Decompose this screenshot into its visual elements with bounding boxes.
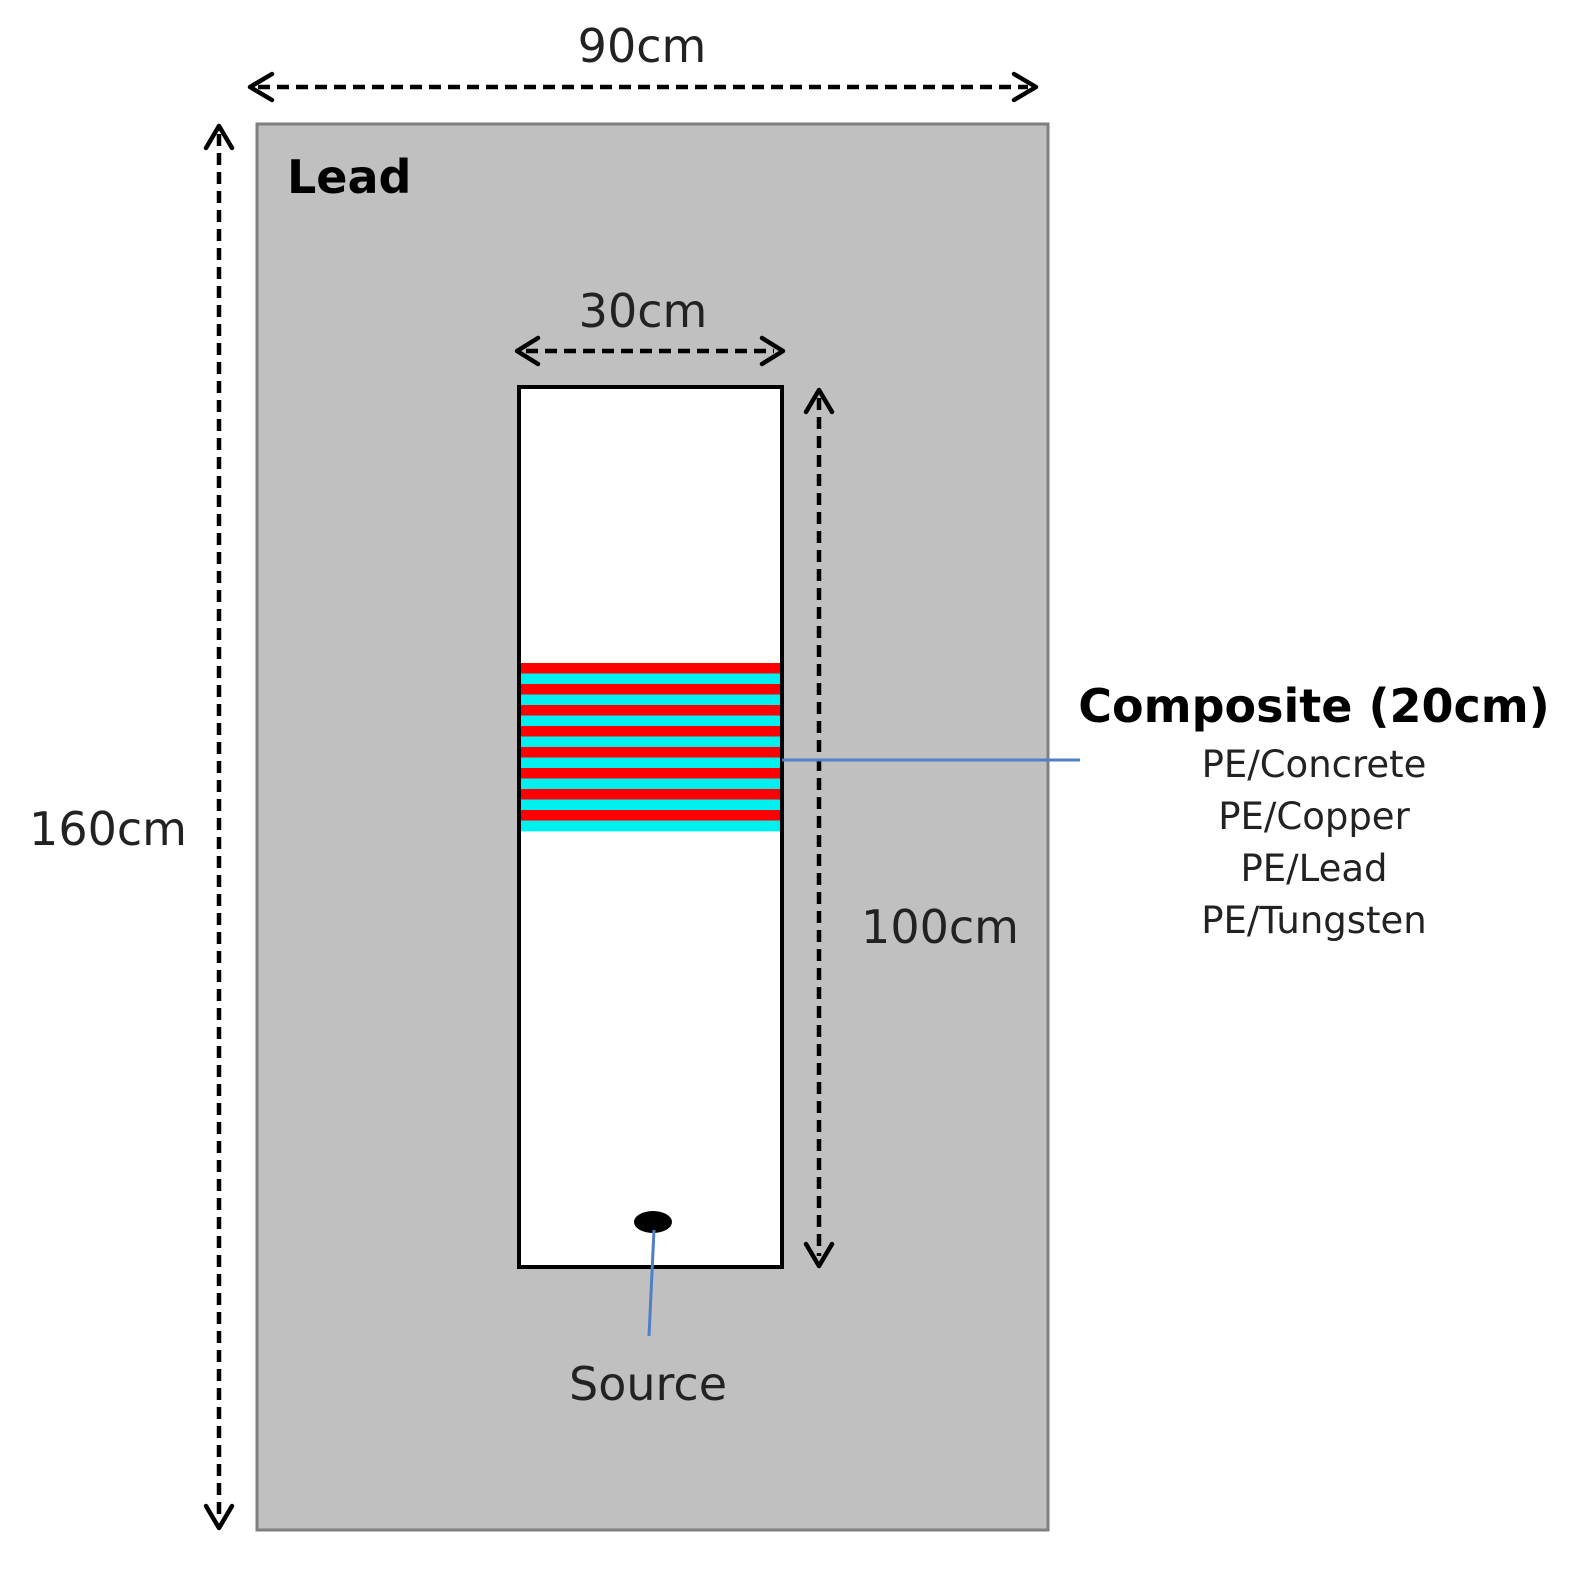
composite-option: PE/Copper [1218, 795, 1410, 838]
composite-layer-cyan [521, 757, 780, 769]
source-label: Source [569, 1357, 727, 1411]
composite-layer-red [521, 810, 780, 821]
source-leader-line [647, 1229, 656, 1337]
composite-layer-cyan [521, 715, 780, 727]
outer-width-label: 90cm [578, 19, 707, 73]
lead-label: Lead [287, 150, 411, 204]
inner-width-dimension [514, 335, 786, 367]
composite-layer-red [521, 789, 780, 800]
composite-title: Composite (20cm) [1078, 679, 1549, 733]
inner-height-label: 100cm [861, 900, 1019, 954]
composite-layer-cyan [521, 736, 780, 748]
composite-layers [521, 663, 780, 832]
outer-height-dimension [203, 123, 235, 1531]
composite-layer-red [521, 705, 780, 716]
composite-option: PE/Concrete [1202, 743, 1427, 786]
composite-layer-cyan [521, 799, 780, 811]
outer-height-label: 160cm [29, 802, 187, 856]
composite-layer-cyan [521, 820, 780, 832]
composite-layer-cyan [521, 694, 780, 706]
source-point [634, 1211, 672, 1233]
composite-layer-red [521, 726, 780, 737]
composite-option: PE/Tungsten [1201, 899, 1427, 942]
composite-layer-red [521, 747, 780, 758]
inner-width-label: 30cm [579, 284, 708, 338]
composite-layer-red [521, 768, 780, 779]
inner-height-dimension [803, 387, 835, 1269]
outer-width-dimension [247, 71, 1039, 103]
composite-layer-cyan [521, 778, 780, 790]
composite-layer-cyan [521, 673, 780, 685]
composite-option: PE/Lead [1240, 847, 1387, 890]
composite-layer-red [521, 663, 780, 674]
composite-layer-red [521, 684, 780, 695]
